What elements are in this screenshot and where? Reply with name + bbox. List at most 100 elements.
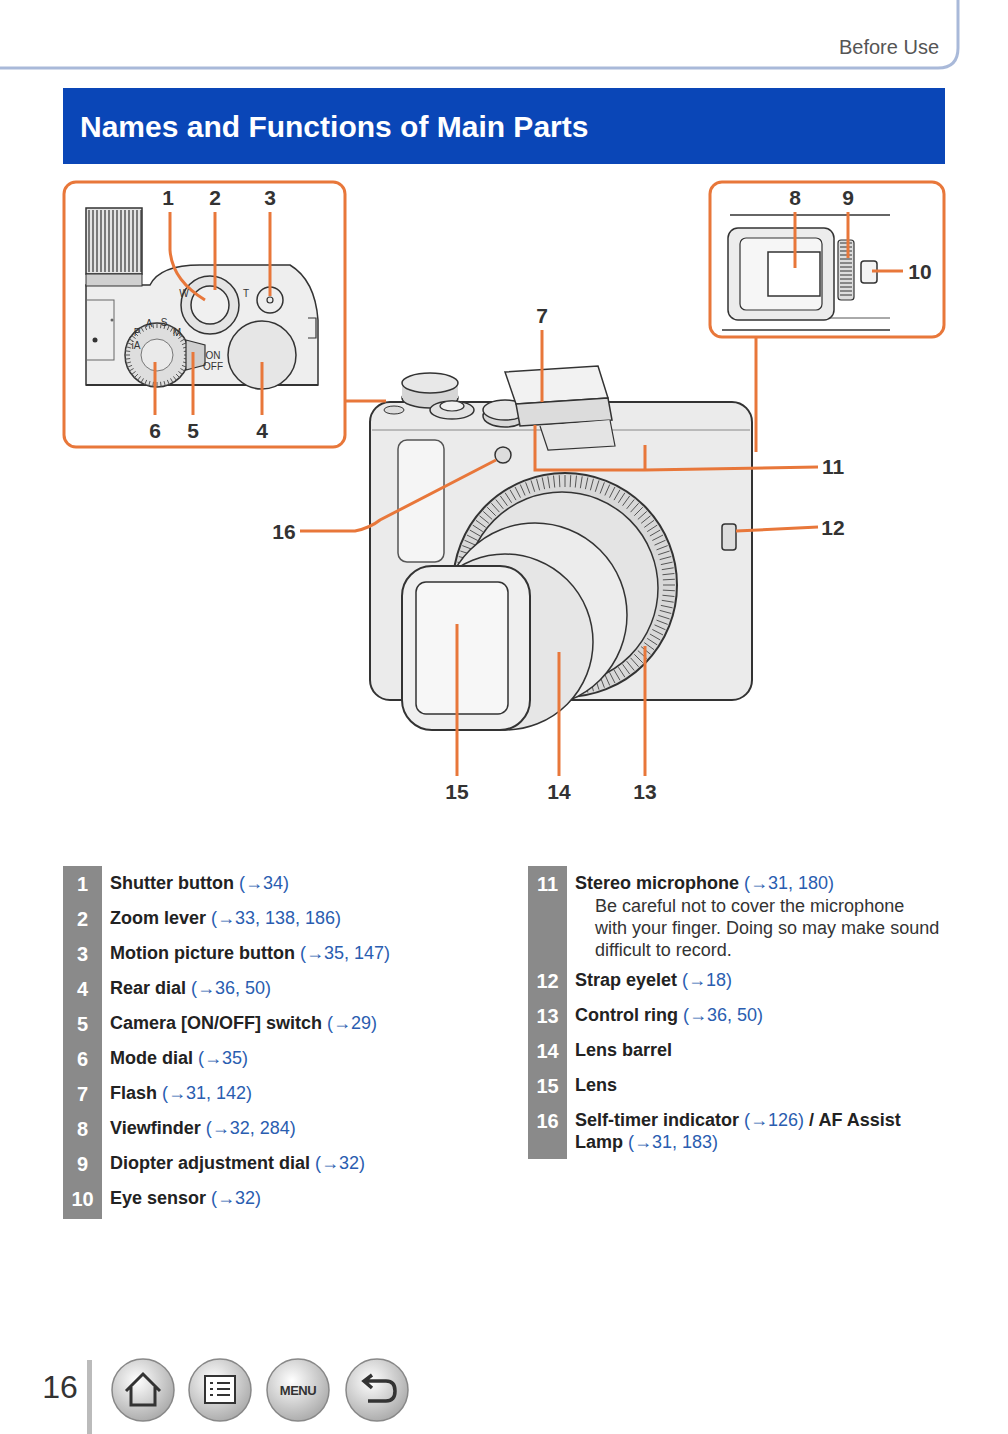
dial-marking: iA xyxy=(132,341,141,351)
callout-number: 2 xyxy=(209,187,221,208)
page-reference: (→32) xyxy=(315,1153,365,1173)
illustration-part xyxy=(138,376,141,380)
illustration-part xyxy=(108,210,109,272)
part-description: Motion picture button (→35, 147) xyxy=(110,942,486,964)
item-number: 16 xyxy=(528,1103,567,1159)
illustration-part xyxy=(132,371,136,374)
illustration-part xyxy=(652,629,663,634)
illustration-part xyxy=(840,263,852,264)
illustration-part xyxy=(87,1360,92,1434)
item-number: 4 xyxy=(63,971,102,1009)
switch-marking: OFF xyxy=(203,362,223,372)
part-name: Stereo microphone xyxy=(575,873,744,893)
illustration-part xyxy=(178,371,182,374)
illustration-part xyxy=(176,374,180,378)
illustration-part xyxy=(660,610,672,613)
illustration-part xyxy=(872,270,903,273)
illustration-part xyxy=(112,1359,174,1421)
illustration-part xyxy=(126,347,131,348)
illustration-part xyxy=(430,401,474,419)
illustration-part xyxy=(112,1359,408,1421)
illustration-part xyxy=(495,447,511,463)
illustration-part xyxy=(140,210,141,272)
illustration-part xyxy=(658,615,669,619)
parts-table-row: 8Viewfinder (→32, 284) xyxy=(63,1111,490,1149)
illustration-part xyxy=(730,214,890,216)
illustration-part xyxy=(128,210,129,272)
illustration-part xyxy=(840,287,852,288)
illustration-part xyxy=(173,376,176,380)
illustration-part xyxy=(134,374,138,378)
part-description: Mode dial (→35) xyxy=(110,1047,486,1069)
illustration-part xyxy=(623,496,630,506)
parts-table-row: 2Zoom lever (→33, 138, 186) xyxy=(63,901,490,939)
illustration-part xyxy=(125,350,130,352)
illustration-part xyxy=(510,490,516,500)
part-name: Self-timer indicator xyxy=(575,1110,744,1130)
part-name: Mode dial xyxy=(110,1048,198,1068)
illustration-part xyxy=(104,210,105,272)
part-name: Control ring xyxy=(575,1005,683,1025)
part-description: Camera [ON/OFF] switch (→29) xyxy=(110,1012,486,1034)
part-description: Flash (→31, 142) xyxy=(110,1082,486,1104)
part-description: Strap eyelet (→18) xyxy=(575,969,941,991)
note-text: Be careful not to cover the microphone w… xyxy=(595,895,941,961)
illustration-part xyxy=(652,535,663,540)
illustration-part xyxy=(627,500,635,509)
item-number: 15 xyxy=(528,1068,567,1106)
illustration-part xyxy=(191,286,229,324)
parts-table-row: 10Eye sensor (→32) xyxy=(63,1181,490,1219)
item-number: 6 xyxy=(63,1041,102,1079)
illustration-part xyxy=(160,382,162,387)
illustration-part xyxy=(440,401,464,411)
illustration-part xyxy=(840,247,852,248)
dial-marking: S xyxy=(161,318,168,328)
illustration-part xyxy=(661,605,673,607)
callout-number: 16 xyxy=(272,521,295,542)
illustration-part xyxy=(126,1374,160,1405)
illustration-part xyxy=(89,210,141,272)
callout-number: 6 xyxy=(149,420,161,441)
illustration-part xyxy=(631,503,639,512)
parts-table-row: 15Lens xyxy=(528,1068,945,1106)
illustration-part xyxy=(634,654,642,662)
illustration-part xyxy=(548,476,550,488)
part-description: Lens barrel xyxy=(575,1039,941,1061)
part-name: Strap eyelet xyxy=(575,970,682,990)
illustration-part xyxy=(595,480,599,491)
parts-table-row: 16Self-timer indicator (→126) / AF Assis… xyxy=(528,1103,945,1159)
illustration-part xyxy=(655,625,666,630)
illustration-part xyxy=(132,210,133,272)
illustration-part xyxy=(180,339,184,342)
callout-number: 15 xyxy=(445,781,468,802)
illustration-part xyxy=(180,369,184,372)
illustration-part xyxy=(64,182,345,447)
illustration-part xyxy=(125,358,130,360)
illustration-part xyxy=(398,440,444,562)
illustration-part xyxy=(840,291,852,292)
illustration-part xyxy=(473,525,483,532)
illustration-part xyxy=(96,210,97,272)
illustration-part xyxy=(614,490,620,500)
viewfinder-inset xyxy=(710,182,944,337)
part-description: Stereo microphone (→31, 180) xyxy=(575,872,941,894)
callout-number: 3 xyxy=(264,187,276,208)
parts-table-row: 13Control ring (→36, 50) xyxy=(528,998,945,1036)
illustration-part xyxy=(402,373,458,393)
illustration-part xyxy=(618,493,625,503)
part-name: Rear dial xyxy=(110,978,191,998)
item-number: 1 xyxy=(63,866,102,904)
illustration-part xyxy=(127,343,132,345)
illustration-part xyxy=(647,525,657,532)
item-number: 13 xyxy=(528,998,567,1036)
illustration-part xyxy=(157,382,158,387)
illustration-part xyxy=(345,400,386,403)
parts-table-row: 6 Mode dial (→35) xyxy=(63,1041,490,1079)
illustration-part xyxy=(663,579,675,581)
illustration-part xyxy=(205,1376,235,1403)
illustration-part xyxy=(164,381,165,386)
parts-table-row: 5Camera [ON/OFF] switch (→29) xyxy=(63,1006,490,1044)
illustration-part xyxy=(661,562,673,564)
illustration-part xyxy=(127,365,132,367)
illustration-part xyxy=(192,352,195,415)
